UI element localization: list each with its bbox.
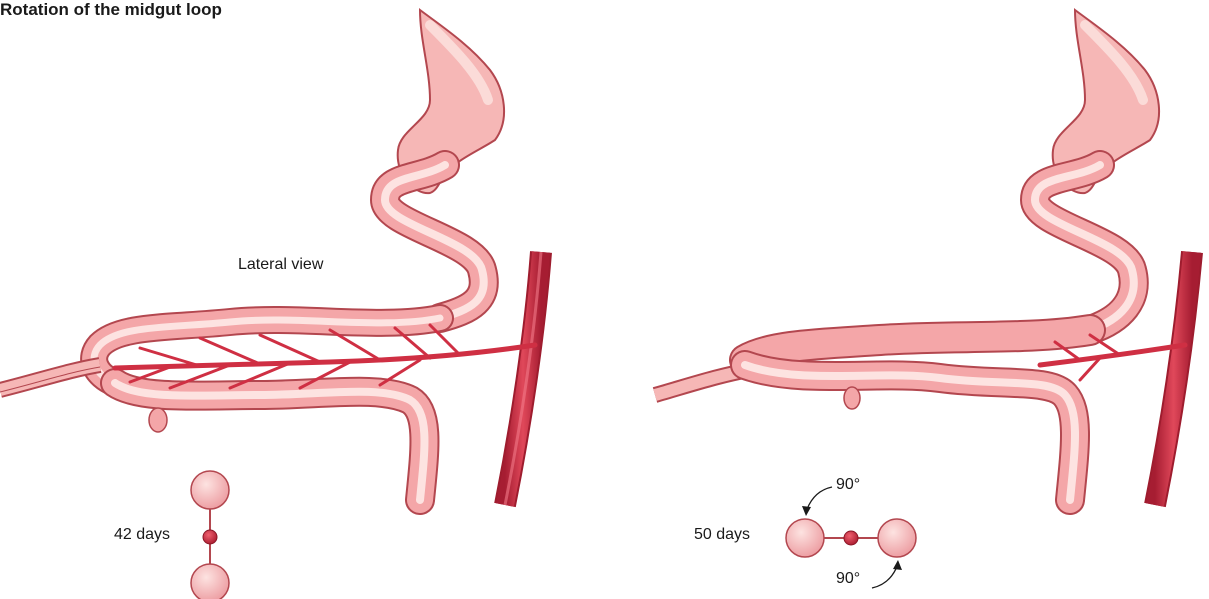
- panel-50-days: [655, 10, 1192, 588]
- stage-label-42-days: 42 days: [114, 526, 170, 544]
- aorta-right: [1155, 252, 1192, 505]
- rotation-label-bottom: 90°: [836, 570, 860, 588]
- aorta-left: [505, 252, 541, 505]
- vitelline-duct-left: [0, 365, 100, 392]
- stage-label-50-days: 50 days: [694, 526, 750, 544]
- panel-42-days: [0, 10, 541, 599]
- rotation-label-top: 90°: [836, 476, 860, 494]
- midgut-lower-limb-left: [115, 383, 424, 500]
- midgut-loop-rotated-right: [745, 330, 1090, 500]
- lateral-view-label: Lateral view: [238, 256, 323, 274]
- orientation-symbol-42-days: [191, 471, 229, 599]
